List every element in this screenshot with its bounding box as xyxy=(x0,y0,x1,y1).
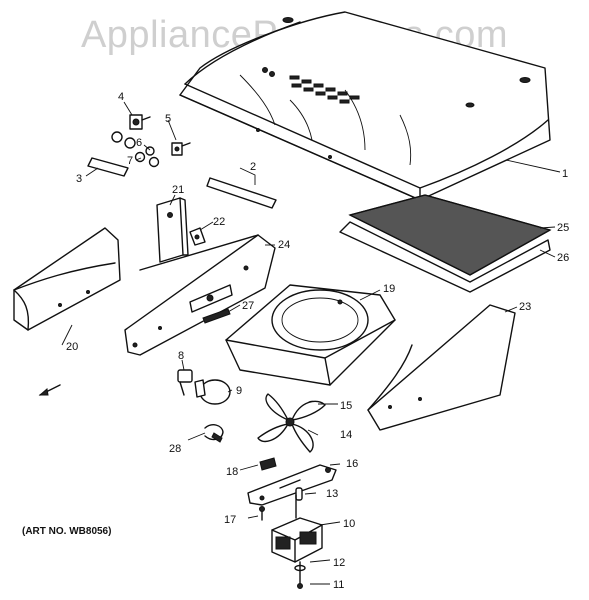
grease-filter-part[interactable] xyxy=(348,194,552,276)
wire-clip-part[interactable] xyxy=(204,424,224,443)
callout-22: 22 xyxy=(213,216,225,228)
callout-12: 12 xyxy=(333,557,345,569)
callout-13: 13 xyxy=(326,488,338,500)
callout-27: 27 xyxy=(242,300,254,312)
direction-arrow xyxy=(38,384,61,396)
switch-part[interactable] xyxy=(129,114,151,130)
blower-housing-part[interactable] xyxy=(225,284,396,386)
callout-26: 26 xyxy=(557,252,569,264)
callout-15: 15 xyxy=(340,400,352,412)
callout-labels: 1 2 3 4 5 6 7 8 9 10 11 12 13 14 15 16 1… xyxy=(66,91,569,591)
speed-nut-part[interactable] xyxy=(259,457,277,471)
strap-part[interactable] xyxy=(206,177,277,209)
callout-20: 20 xyxy=(66,341,78,353)
center-panel-part[interactable] xyxy=(124,234,276,356)
callout-14: 14 xyxy=(340,429,352,441)
bracket-part[interactable] xyxy=(156,197,189,263)
motor-mount-part[interactable] xyxy=(247,464,337,506)
callout-18: 18 xyxy=(226,466,238,478)
callout-28: 28 xyxy=(169,443,181,455)
screw-part[interactable] xyxy=(259,506,265,521)
callout-16: 16 xyxy=(346,458,358,470)
callout-10: 10 xyxy=(343,518,355,530)
callout-1: 1 xyxy=(562,168,568,180)
callout-25: 25 xyxy=(557,222,569,234)
hood-vent-slots xyxy=(289,75,360,104)
spacer-part[interactable] xyxy=(295,487,303,501)
callout-2: 2 xyxy=(250,161,256,173)
callout-11: 11 xyxy=(333,579,344,591)
clip-part[interactable] xyxy=(189,227,206,246)
callout-24: 24 xyxy=(278,239,290,251)
motor-part[interactable] xyxy=(271,494,323,563)
fan-blade-part[interactable] xyxy=(257,393,326,453)
lamp-strip-part[interactable] xyxy=(202,308,231,324)
rocker-switch-part[interactable] xyxy=(171,142,191,156)
callout-19: 19 xyxy=(383,283,395,295)
left-duct-part[interactable] xyxy=(13,227,121,331)
hood-body-part[interactable] xyxy=(179,11,551,201)
leader-lines xyxy=(61,101,561,585)
lock-washer-part[interactable] xyxy=(111,131,155,156)
callout-8: 8 xyxy=(178,350,184,362)
callout-9: 9 xyxy=(236,385,242,397)
callout-3: 3 xyxy=(76,173,82,185)
right-duct-part[interactable] xyxy=(367,304,516,431)
callout-6: 6 xyxy=(136,137,142,149)
callout-21: 21 xyxy=(172,184,184,196)
hex-nut-part[interactable] xyxy=(134,151,160,168)
callout-7: 7 xyxy=(127,155,133,167)
callout-17: 17 xyxy=(224,514,236,526)
motor-bolt-part[interactable] xyxy=(297,561,303,589)
callout-4: 4 xyxy=(118,91,124,103)
switch-plate-part[interactable] xyxy=(87,157,129,177)
light-bulb-part[interactable] xyxy=(194,379,231,405)
filter-frame-part[interactable] xyxy=(339,221,551,293)
lamp-socket-part[interactable] xyxy=(177,369,193,396)
callout-23: 23 xyxy=(519,301,531,313)
callout-5: 5 xyxy=(165,113,171,125)
art-number: (ART NO. WB8056) xyxy=(22,526,111,537)
